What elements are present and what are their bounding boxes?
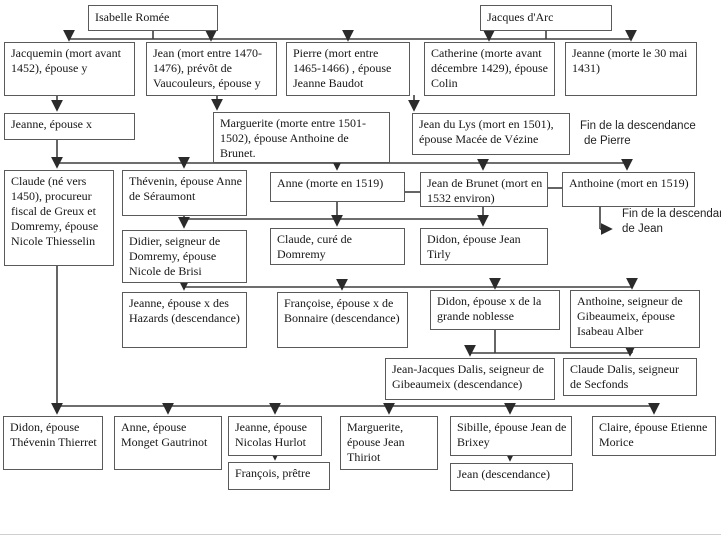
node-claude-cure: Claude, curé de Domremy [270,228,405,265]
node-pierre: Pierre (mort entre 1465-1466) , épouse J… [286,42,410,96]
node-claire-morice: Claire, épouse Etienne Morice [592,416,716,456]
node-claude-procureur: Claude (né vers 1450), procureur fiscal … [4,170,114,266]
node-jean: Jean (mort entre 1470-1476), prévôt de V… [146,42,277,96]
note-fin-descendance-jean: Fin de la descendan de Jean [622,208,721,235]
node-jacquemin: Jacquemin (mort avant 1452), épouse y [4,42,135,96]
node-didon-tirly: Didon, épouse Jean Tirly [420,228,548,265]
node-francoise-bonnaire: Françoise, épouse x de Bonnaire (descend… [277,292,408,348]
node-jeanne-fille: Jeanne (morte le 30 mai 1431) [565,42,697,96]
node-jean-de-brunet: Jean de Brunet (mort en 1532 environ) [420,172,548,207]
node-jeanne-hurlot: Jeanne, épouse Nicolas Hurlot [228,416,322,456]
node-marguerite-thiriot: Marguerite, épouse Jean Thiriot [340,416,438,470]
node-sibille-brixey: Sibille, épouse Jean de Brixey [450,416,572,456]
node-jean-jacques-dalis: Jean-Jacques Dalis, seigneur de Gibeaume… [385,358,555,400]
node-anthoine-gibeaumeix: Anthoine, seigneur de Gibeaumeix, épouse… [570,290,700,348]
wire-group [51,29,660,462]
node-jeanne-epouse-x: Jeanne, épouse x [4,113,135,140]
node-catherine: Catherine (morte avant décembre 1429), é… [424,42,555,96]
node-francois-pretre: François, prêtre [228,462,330,490]
node-didon-thierret: Didon, épouse Thévenin Thierret [3,416,103,470]
node-anne-1519: Anne (morte en 1519) [270,172,405,202]
node-isabelle-romee: Isabelle Romée [88,5,218,31]
node-jean-descendance: Jean (descendance) [450,463,573,491]
node-claude-dalis: Claude Dalis, seigneur de Secfonds [563,358,697,396]
node-jeanne-hazards: Jeanne, épouse x des Hazards (descendanc… [122,292,247,348]
node-thevenin: Thévenin, épouse Anne de Séraumont [122,170,247,216]
node-anne-gautrinot: Anne, épouse Monget Gautrinot [114,416,222,470]
node-anthoine-1519: Anthoine (mort en 1519) [562,172,695,207]
node-didon-noblesse: Didon, épouse x de la grande noblesse [430,290,560,330]
note-fin-descendance-pierre: Fin de la descendance de Pierre [580,120,696,147]
node-jacques-darc: Jacques d'Arc [480,5,612,31]
node-jean-du-lys: Jean du Lys (mort en 1501), épouse Macée… [412,113,570,155]
node-didier: Didier, seigneur de Domremy, épouse Nico… [122,230,247,283]
node-marguerite: Marguerite (morte entre 1501-1502), épou… [213,112,390,163]
